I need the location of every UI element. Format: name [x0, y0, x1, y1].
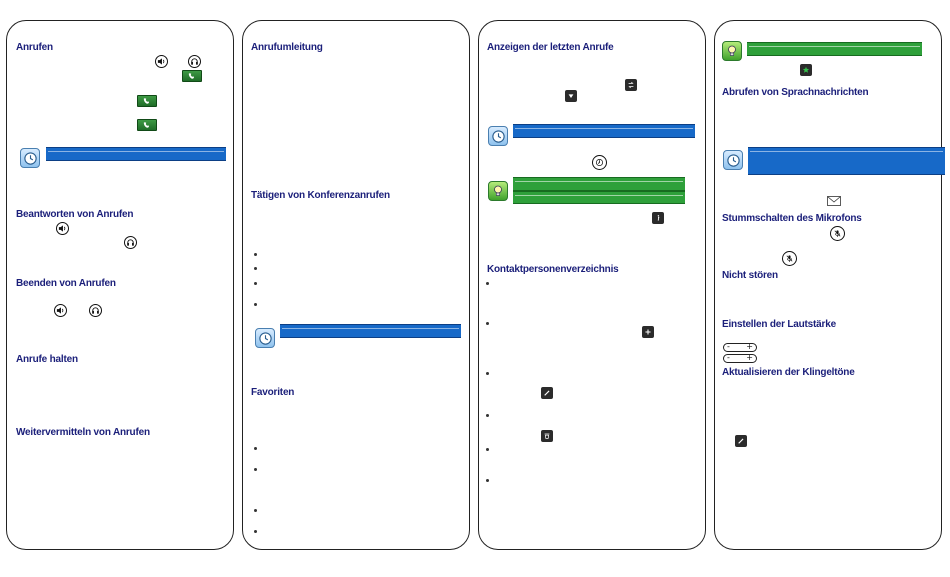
bullet: [486, 282, 489, 285]
headset-icon: [188, 55, 201, 68]
note-bar: [280, 324, 461, 338]
volume-button: -+: [723, 353, 757, 363]
delete-icon: [541, 430, 553, 442]
heading-mikrofon: Stummschalten des Mikrofons: [722, 213, 862, 224]
envelope-icon: [827, 193, 841, 206]
bullet: [254, 253, 257, 256]
bullet: [254, 447, 257, 450]
clock-icon: [592, 155, 607, 170]
bullet: [254, 303, 257, 306]
speaker-icon: [56, 222, 69, 235]
add-icon: [642, 326, 654, 338]
heading-anrufen: Anrufen: [16, 42, 53, 53]
bullet: [486, 322, 489, 325]
bullet: [254, 267, 257, 270]
speaker-icon: [155, 55, 168, 68]
heading-konferenz: Tätigen von Konferenzanrufen: [251, 190, 390, 201]
info-icon: [652, 212, 664, 224]
bullet: [486, 414, 489, 417]
note-bar: [46, 147, 226, 161]
lightbulb-icon: [722, 41, 742, 61]
heading-lautstaerke: Einstellen der Lautstärke: [722, 319, 836, 330]
heading-anrufumleitung: Anrufumleitung: [251, 42, 323, 53]
idea-bar: [747, 42, 922, 56]
speaker-icon: [54, 304, 67, 317]
idea-bar: [513, 177, 685, 191]
dropdown-icon: [565, 90, 577, 102]
bullet: [254, 282, 257, 285]
heading-nicht-stoeren: Nicht stören: [722, 270, 778, 281]
heading-beantworten: Beantworten von Anrufen: [16, 209, 134, 220]
note-bar: [513, 124, 695, 138]
heading-beenden: Beenden von Anrufen: [16, 278, 116, 289]
lightbulb-icon: [488, 181, 508, 201]
heading-weitervermitteln: Weitervermitteln von Anrufen: [16, 427, 150, 438]
call-icon: [182, 70, 202, 82]
star-icon: [800, 64, 812, 76]
call-icon: [137, 95, 157, 107]
volume-button: -+: [723, 342, 757, 352]
tip-clock-icon: [20, 148, 40, 168]
swap-icon: [625, 79, 637, 91]
tip-clock-icon: [255, 328, 275, 348]
bullet: [486, 448, 489, 451]
panel-3: Anzeigen der letzten Anrufe Kontaktperso…: [478, 20, 706, 550]
call-icon: [137, 119, 157, 131]
heading-halten: Anrufe halten: [16, 354, 78, 365]
tip-clock-icon: [488, 126, 508, 146]
heading-klingeltoene: Aktualisieren der Klingeltöne: [722, 367, 855, 378]
bullet: [486, 479, 489, 482]
idea-bar: [513, 191, 685, 204]
bullet: [254, 509, 257, 512]
edit-icon: [541, 387, 553, 399]
panel-1: Anrufen Beantworten von Anrufen Beenden …: [6, 20, 234, 550]
headset-icon: [124, 236, 137, 249]
panel-4: Abrufen von Sprachnachrichten Stummschal…: [714, 20, 945, 550]
microphone-icon: [830, 226, 845, 241]
bullet: [254, 530, 257, 533]
note-bar: [748, 147, 945, 175]
bullet: [254, 468, 257, 471]
headset-icon: [89, 304, 102, 317]
heading-sprachnachrichten: Abrufen von Sprachnachrichten: [722, 87, 869, 98]
heading-letzte-anrufe: Anzeigen der letzten Anrufe: [487, 42, 614, 53]
tip-clock-icon: [723, 150, 743, 170]
bullet: [486, 372, 489, 375]
edit-icon: [735, 435, 747, 447]
panel-2: Anrufumleitung Tätigen von Konferenzanru…: [242, 20, 470, 550]
microphone-icon: [782, 251, 797, 266]
heading-kontakt: Kontaktpersonenverzeichnis: [487, 264, 619, 275]
heading-favoriten: Favoriten: [251, 387, 295, 398]
